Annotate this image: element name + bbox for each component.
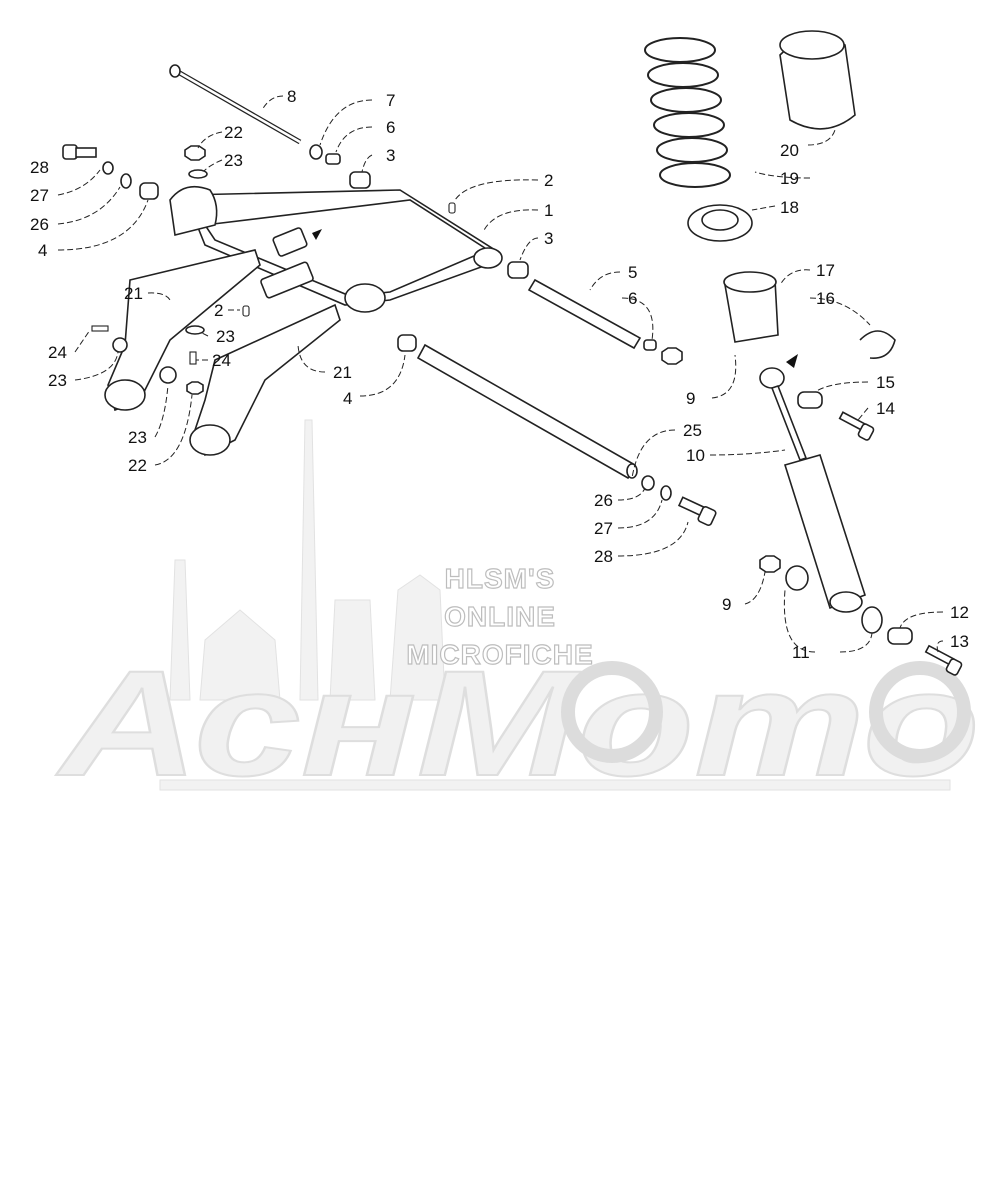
- part-13-bolt: [924, 644, 963, 676]
- part-24-screw-left: [91, 325, 109, 332]
- callout-15: 15: [876, 373, 895, 392]
- callout-21-right: 21: [333, 363, 352, 382]
- part-26-washer-right: [641, 475, 655, 491]
- part-27-lockwasher-right: [660, 485, 672, 501]
- callout-2-mid: 2: [214, 301, 223, 320]
- callout-23-lower: 23: [128, 428, 147, 447]
- part-14-bolt: [838, 411, 875, 441]
- watermark-line-3: MICROFICHE: [406, 639, 593, 670]
- part-23-washer-mid: [185, 325, 205, 335]
- part-17-bellows: [723, 271, 779, 343]
- callout-3-right: 3: [544, 229, 553, 248]
- part-3-spacer-right: [507, 261, 529, 279]
- callout-20: 20: [780, 141, 799, 160]
- callout-21-left: 21: [124, 284, 143, 303]
- watermark: АснМото HLSM'S ONLINE MICROFICHE: [54, 419, 981, 808]
- callout-26-right: 26: [594, 491, 613, 510]
- callout-4-lower: 4: [343, 389, 352, 408]
- callout-22-lower: 22: [128, 456, 147, 475]
- callout-8: 8: [287, 87, 296, 106]
- part-3-spacer-top: [349, 171, 371, 189]
- part-9-washer-shock: [861, 606, 883, 634]
- part-20-boot: [779, 30, 856, 130]
- part-11-bushing: [785, 565, 809, 591]
- callout-16: 16: [816, 289, 835, 308]
- callout-19: 19: [780, 169, 799, 188]
- callout-12: 12: [950, 603, 969, 622]
- part-4-bushing-lower: [397, 334, 417, 352]
- callout-1: 1: [544, 201, 553, 220]
- part-8-long-bolt: [169, 64, 302, 145]
- callout-2-top: 2: [544, 171, 553, 190]
- part-19-spring: [644, 37, 731, 188]
- callout-14: 14: [876, 399, 895, 418]
- part-6-bushing-right: [643, 339, 657, 351]
- parts-drawing: [62, 30, 963, 676]
- callout-26-left: 26: [30, 215, 49, 234]
- callout-27-left: 27: [30, 186, 49, 205]
- part-1-upper-frame: [169, 185, 503, 313]
- part-10-shock: [759, 354, 866, 613]
- callout-9-lower: 9: [722, 595, 731, 614]
- watermark-line-1: HLSM'S: [445, 563, 556, 594]
- part-22-nut-top: [184, 145, 206, 161]
- callout-27-right: 27: [594, 519, 613, 538]
- part-21-lower-arm-left: [104, 249, 261, 412]
- callout-13: 13: [950, 632, 969, 651]
- part-12-spacer: [887, 627, 913, 645]
- part-27-lockwasher-left: [102, 161, 114, 175]
- part-24-screw-mid: [189, 351, 197, 365]
- callout-22-top: 22: [224, 123, 243, 142]
- watermark-line-2: ONLINE: [444, 601, 556, 632]
- part-25-lower-shaft: [416, 343, 638, 480]
- part-2-grease-fitting-top: [448, 202, 456, 214]
- part-18-spring-seat: [687, 204, 753, 242]
- part-28-bolt-right: [677, 496, 717, 527]
- leader-lines: [57, 95, 944, 653]
- part-21-lower-arm-right: [189, 303, 341, 457]
- part-23-washer-lower: [159, 366, 177, 384]
- callout-11: 11: [792, 643, 810, 662]
- callout-6-top: 6: [386, 118, 395, 137]
- watermark-skyline: [159, 419, 951, 791]
- arrow-indicator-2: [786, 354, 798, 368]
- part-5-upper-shaft: [527, 278, 642, 350]
- part-9-nut-lower: [759, 555, 781, 573]
- callout-9-right: 9: [686, 389, 695, 408]
- callout-5: 5: [628, 263, 637, 282]
- callout-28-left: 28: [30, 158, 49, 177]
- part-9-nut-right: [661, 347, 683, 365]
- part-23-washer-top: [188, 169, 208, 179]
- callout-23-top: 23: [224, 151, 243, 170]
- callout-24-mid: 24: [212, 351, 231, 370]
- part-7-washer: [309, 144, 323, 160]
- part-2-grease-fitting-mid: [242, 305, 250, 317]
- part-23-washer-left: [112, 337, 128, 353]
- callout-labels: 8 7 6 3 22 23 28 27 26 4 2 1 3 5 6 21 2 …: [30, 87, 969, 662]
- callout-3-top: 3: [386, 146, 395, 165]
- callout-17: 17: [816, 261, 835, 280]
- callout-24-left: 24: [48, 343, 67, 362]
- callout-25: 25: [683, 421, 702, 440]
- part-22-nut-lower: [186, 381, 204, 395]
- callout-10: 10: [686, 446, 705, 465]
- callout-18: 18: [780, 198, 799, 217]
- part-15-spacer: [797, 391, 823, 409]
- callout-23-mid: 23: [216, 327, 235, 346]
- callout-7: 7: [386, 91, 395, 110]
- part-28-bolt-left: [62, 144, 97, 160]
- watermark-brand: АснМото: [55, 639, 980, 807]
- arrow-indicator-1: [312, 229, 322, 240]
- part-16-clip: [859, 330, 896, 359]
- part-26-washer-left: [120, 173, 132, 189]
- callout-4-left: 4: [38, 241, 47, 260]
- watermark-wheel: [561, 661, 971, 763]
- part-4-bushing-left: [139, 182, 159, 200]
- part-6-bushing: [325, 153, 341, 165]
- callout-6-right: 6: [628, 289, 637, 308]
- callout-28-right: 28: [594, 547, 613, 566]
- callout-23-left: 23: [48, 371, 67, 390]
